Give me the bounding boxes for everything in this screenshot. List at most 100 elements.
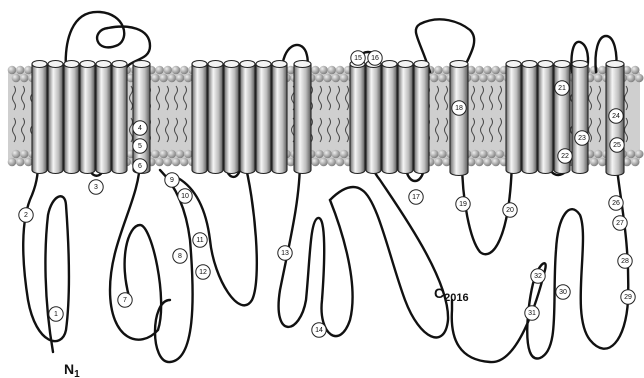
lipid-head xyxy=(180,66,189,75)
site-marker-6: 6 xyxy=(133,159,147,173)
site-label: 30 xyxy=(559,289,567,296)
lipid-head xyxy=(180,158,189,167)
site-label: 17 xyxy=(412,194,420,201)
site-marker-18: 18 xyxy=(452,101,466,115)
helix-cylinder xyxy=(572,61,588,174)
helix-cylinder xyxy=(256,61,271,174)
lipid-head xyxy=(483,158,492,167)
c-terminus-label: C2016 xyxy=(434,285,469,304)
lipid-head xyxy=(590,66,599,75)
lipid-head xyxy=(332,150,341,159)
helix-cylinder xyxy=(48,61,63,174)
site-marker-21: 21 xyxy=(555,81,569,95)
site-marker-13: 13 xyxy=(278,246,292,260)
site-marker-15: 15 xyxy=(351,51,365,65)
site-label: 29 xyxy=(624,294,632,301)
site-marker-19: 19 xyxy=(456,197,470,211)
n-terminus-label: N1 xyxy=(64,361,80,378)
lipid-head xyxy=(159,150,168,159)
lipid-head xyxy=(168,150,177,159)
lipid-head xyxy=(164,66,173,75)
lipid-head xyxy=(430,150,439,159)
lipid-head xyxy=(323,150,332,159)
lipid-head xyxy=(479,150,488,159)
site-marker-5: 5 xyxy=(133,139,147,153)
site-marker-14: 14 xyxy=(312,323,326,337)
lipid-head xyxy=(438,150,447,159)
site-label: 20 xyxy=(506,207,514,214)
lipid-head xyxy=(631,158,640,167)
helix-cylinder xyxy=(294,61,311,174)
helix-cylinder xyxy=(208,61,223,174)
lipid-head xyxy=(12,150,21,159)
site-marker-29: 29 xyxy=(621,290,635,304)
lipid-head xyxy=(319,66,328,75)
site-label: 31 xyxy=(528,310,536,317)
site-marker-25: 25 xyxy=(610,138,624,152)
c-terminus-letter: C xyxy=(434,285,444,301)
lipid-head xyxy=(172,158,181,167)
site-label: 10 xyxy=(181,193,189,200)
lipid-head xyxy=(16,66,25,75)
lipid-head xyxy=(8,66,17,75)
helix-cylinder xyxy=(112,61,127,174)
lipid-head xyxy=(315,74,324,83)
site-label: 23 xyxy=(578,135,586,142)
site-marker-23: 23 xyxy=(575,131,589,145)
helix-cylinder xyxy=(398,61,413,174)
lipid-head xyxy=(172,66,181,75)
site-marker-31: 31 xyxy=(525,306,539,320)
lipid-head xyxy=(635,74,644,83)
lipid-head xyxy=(627,150,636,159)
site-marker-9: 9 xyxy=(165,173,179,187)
lipid-head xyxy=(487,150,496,159)
lipid-head xyxy=(159,74,168,83)
site-marker-24: 24 xyxy=(609,109,623,123)
lipid-head xyxy=(598,158,607,167)
lipid-head xyxy=(475,66,484,75)
site-label: 15 xyxy=(354,55,362,62)
lipid-head xyxy=(328,66,337,75)
site-label: 19 xyxy=(459,201,467,208)
site-marker-27: 27 xyxy=(613,216,627,230)
lipid-head xyxy=(164,158,173,167)
lipid-head xyxy=(336,158,345,167)
lipid-head xyxy=(590,158,599,167)
lipid-head xyxy=(332,74,341,83)
site-label: 28 xyxy=(621,258,629,265)
lipid-head xyxy=(487,74,496,83)
helix-cylinder xyxy=(382,61,397,174)
lipid-head xyxy=(176,74,185,83)
intracellular-loop-7-8 xyxy=(110,160,161,340)
site-marker-28: 28 xyxy=(618,254,632,268)
lipid-head xyxy=(631,66,640,75)
lipid-head xyxy=(311,66,320,75)
site-marker-7: 7 xyxy=(118,293,132,307)
lipid-head xyxy=(496,150,505,159)
site-marker-26: 26 xyxy=(609,196,623,210)
lipid-head xyxy=(492,158,501,167)
intracellular-loop-bundle3 xyxy=(330,160,448,337)
lipid-head xyxy=(438,74,447,83)
helix-cylinder xyxy=(506,61,521,174)
helix-cylinder xyxy=(192,61,207,174)
lipid-head xyxy=(151,74,160,83)
site-marker-4: 4 xyxy=(133,121,147,135)
lipid-head xyxy=(434,66,443,75)
site-marker-17: 17 xyxy=(409,190,423,204)
lipid-head xyxy=(635,150,644,159)
helix-cylinder xyxy=(80,61,95,174)
lipid-head xyxy=(311,158,320,167)
n-terminus-letter: N xyxy=(64,361,74,377)
lipid-head xyxy=(24,66,33,75)
site-marker-20: 20 xyxy=(503,203,517,217)
lipid-head xyxy=(328,158,337,167)
site-label: 25 xyxy=(613,142,621,149)
lipid-head xyxy=(323,74,332,83)
site-marker-10: 10 xyxy=(178,189,192,203)
site-marker-1: 1 xyxy=(49,307,63,321)
site-marker-30: 30 xyxy=(556,285,570,299)
lipid-head xyxy=(155,66,164,75)
helix-cylinder xyxy=(522,61,537,174)
